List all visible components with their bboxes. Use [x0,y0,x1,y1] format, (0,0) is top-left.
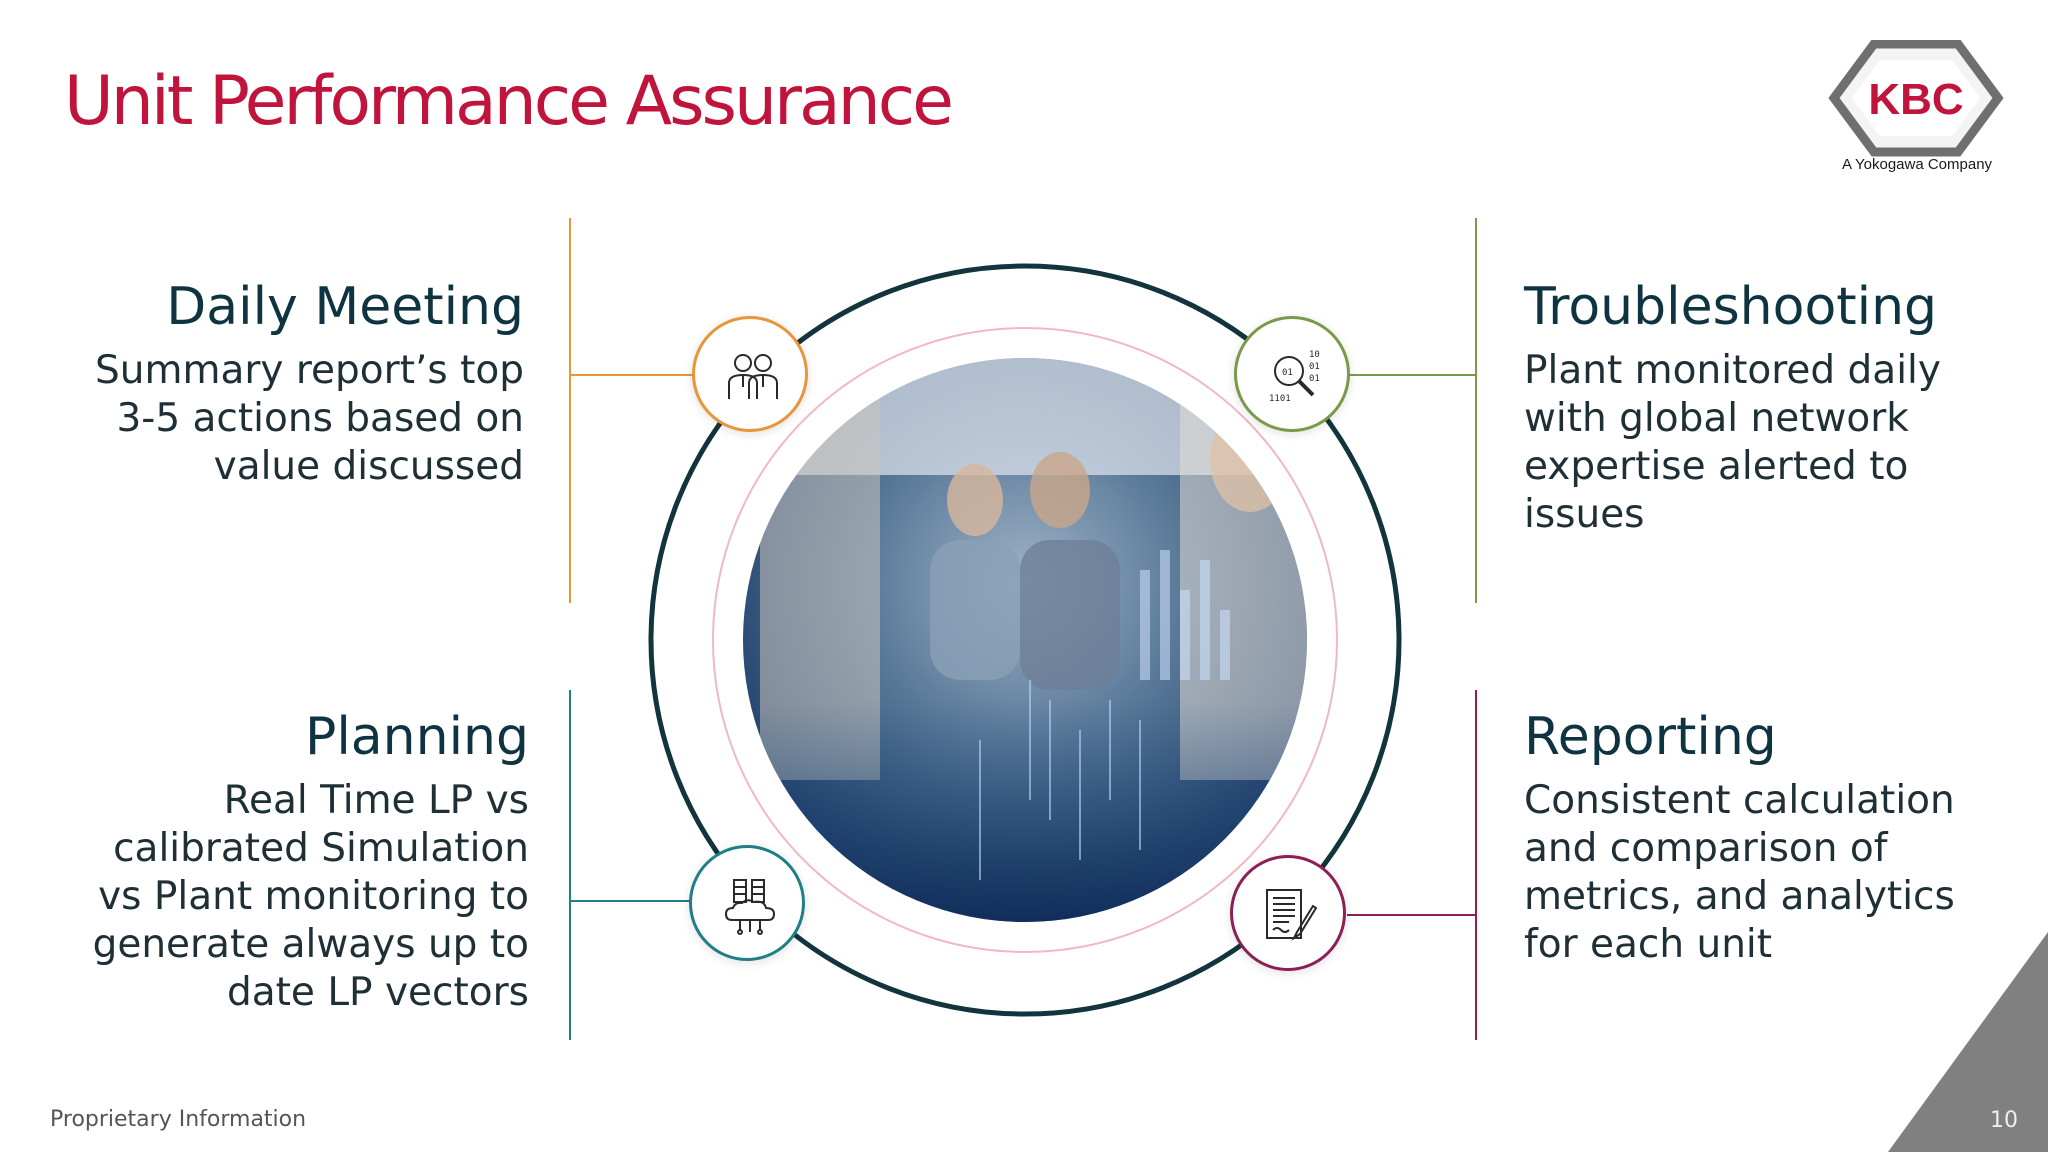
team-icon [728,354,778,399]
page-number: 10 [1990,1108,2018,1133]
cloud-servers-icon [724,879,776,935]
svg-text:KBC: KBC [1868,75,1963,124]
page-title: Unit Performance Assurance [64,62,954,141]
svg-text:1101: 1101 [1269,394,1291,404]
planning-heading: Planning [305,707,529,767]
troubleshooting-icon-circle: 01 10 01 01 1101 [1234,316,1350,432]
troubleshooting-hline [1350,374,1477,376]
logo-subtitle: A Yokogawa Company [1841,156,1993,173]
corner-triangle [1888,932,2048,1152]
svg-text:10: 10 [1309,350,1320,360]
document-pen-icon [1266,889,1318,941]
reporting-hline [1347,914,1477,916]
footer-text: Proprietary Information [50,1107,307,1132]
svg-text:01: 01 [1309,374,1320,384]
daily-meeting-vline [569,218,571,603]
reporting-body: Consistent calculation and comparison of… [1524,778,1955,967]
central-graphic [648,263,1402,1017]
planning-body: Real Time LP vs calibrated Simulation vs… [92,778,529,1015]
troubleshooting-vline [1475,218,1477,603]
kbc-logo: KBC [1826,40,2006,180]
reporting-icon-circle [1230,855,1346,971]
troubleshooting-heading: Troubleshooting [1524,277,1938,337]
planning-vline [569,690,571,1040]
binary-search-icon: 01 10 01 01 1101 [1269,350,1320,404]
daily-meeting-body: Summary report’s top 3-5 actions based o… [95,348,524,489]
planning-icon-circle [689,845,805,961]
troubleshooting-block: Troubleshooting Plant monitored daily wi… [1524,275,1984,539]
svg-text:01: 01 [1309,362,1320,372]
svg-text:01: 01 [1282,368,1293,378]
reporting-block: Reporting Consistent calculation and com… [1524,705,1984,969]
daily-meeting-hline [569,374,694,376]
daily-meeting-icon-circle [692,316,808,432]
daily-meeting-heading: Daily Meeting [166,277,524,337]
planning-hline [569,900,691,902]
planning-block: Planning Real Time LP vs calibrated Simu… [60,705,529,1017]
troubleshooting-body: Plant monitored daily with global networ… [1524,348,1941,537]
reporting-heading: Reporting [1524,707,1777,767]
daily-meeting-block: Daily Meeting Summary report’s top 3-5 a… [60,275,524,491]
reporting-vline [1475,690,1477,1040]
